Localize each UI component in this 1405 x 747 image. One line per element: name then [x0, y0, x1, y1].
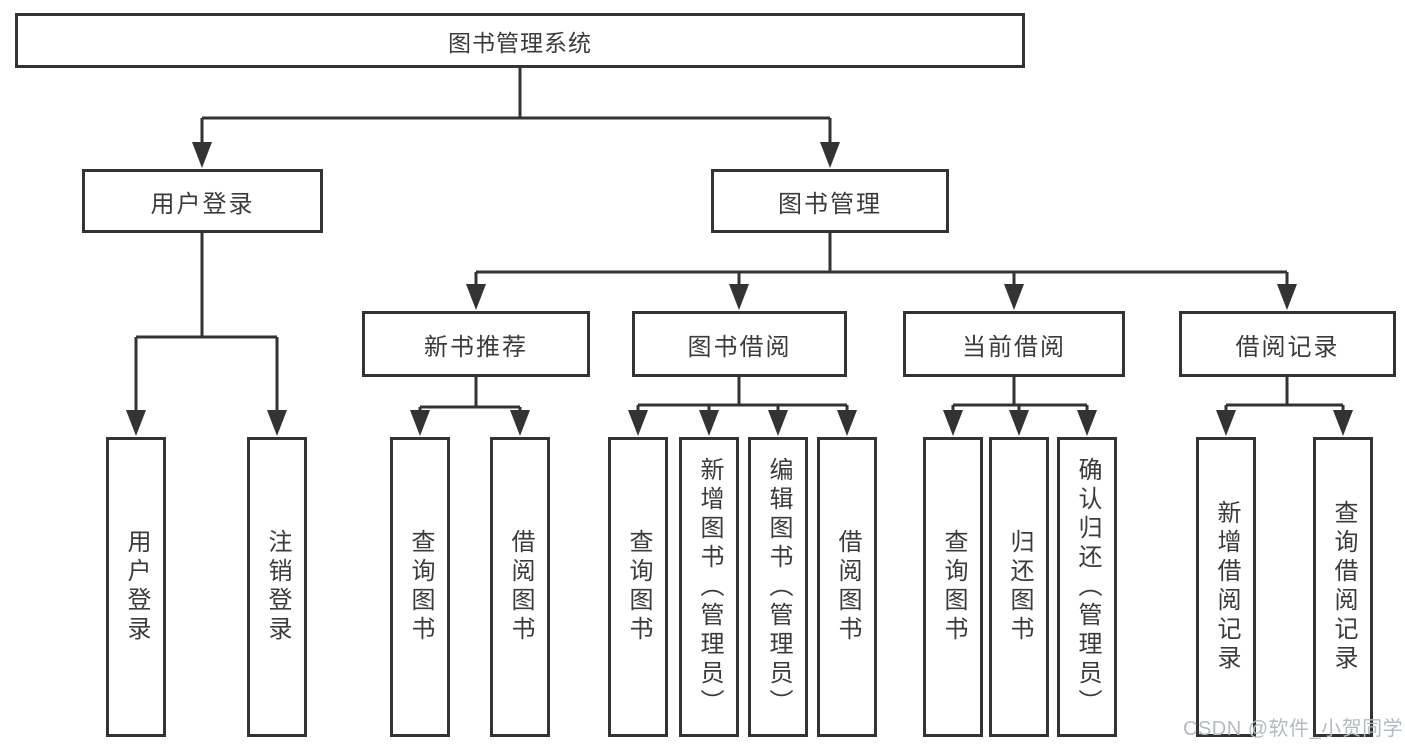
node-label: 新增图书（管理员） — [696, 456, 723, 718]
node-label: 图书借阅 — [687, 333, 792, 361]
node-user-login: 用户登录 — [82, 169, 323, 233]
node-label: 借阅图书 — [834, 529, 861, 645]
node-label: 注销登录 — [264, 529, 291, 645]
node-return-books: 归还图书 — [989, 437, 1049, 737]
node-label: 新增借阅记录 — [1213, 500, 1240, 674]
node-query-books: 查询图书 — [923, 437, 983, 737]
node-label: 用户登录 — [150, 190, 255, 218]
node-book-management: 图书管理 — [711, 169, 949, 233]
arrowheads — [126, 142, 1353, 436]
node-label: 当前借阅 — [962, 333, 1066, 361]
node-query-books: 查询图书 — [608, 437, 668, 737]
node-current-borrowing: 当前借阅 — [903, 311, 1125, 377]
node-borrow-books: 借阅图书 — [817, 437, 877, 737]
node-leaf-logout: 注销登录 — [247, 437, 307, 737]
node-label: 查询借阅记录 — [1330, 500, 1357, 674]
node-label: 归还图书 — [1006, 529, 1033, 645]
csdn-watermark: CSDN @软件_小贺同学 — [1183, 718, 1404, 740]
node-label: 借阅图书 — [507, 529, 534, 645]
node-label: 查询图书 — [407, 529, 434, 645]
node-label: 图书管理 — [778, 190, 882, 218]
node-label: 图书管理系统 — [448, 29, 592, 56]
node-query-books: 查询图书 — [390, 437, 450, 737]
node-borrow-books: 借阅图书 — [490, 437, 550, 737]
node-add-book-admin: 新增图书（管理员） — [679, 437, 739, 737]
node-edit-book-admin: 编辑图书（管理员） — [748, 437, 808, 737]
node-borrowing-records: 借阅记录 — [1179, 311, 1396, 377]
node-label: 用户登录 — [123, 529, 150, 645]
node-book-borrowing: 图书借阅 — [632, 311, 847, 377]
node-book-management-system: 图书管理系统 — [15, 13, 1025, 68]
node-label: 借阅记录 — [1235, 333, 1340, 361]
node-new-book-recommend: 新书推荐 — [362, 311, 590, 377]
node-label: 查询图书 — [940, 529, 967, 645]
node-leaf-user-login: 用户登录 — [106, 437, 166, 737]
node-add-borrow-record: 新增借阅记录 — [1196, 437, 1256, 737]
node-label: 查询图书 — [625, 529, 652, 645]
node-label: 新书推荐 — [424, 333, 528, 361]
node-label: 确认归还（管理员） — [1074, 456, 1101, 718]
node-query-borrow-record: 查询借阅记录 — [1313, 437, 1373, 737]
node-label: 编辑图书（管理员） — [765, 456, 792, 718]
node-confirm-return-admin: 确认归还（管理员） — [1057, 437, 1117, 737]
